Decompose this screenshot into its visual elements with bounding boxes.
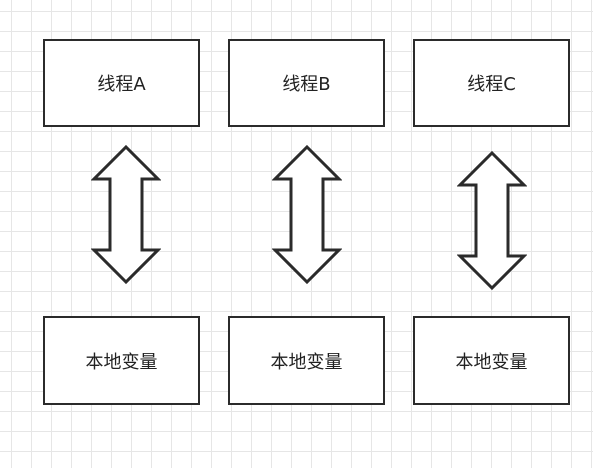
local-variable-c-label: 本地变量 (455, 351, 528, 373)
local-variable-b-box: 本地变量 (228, 316, 385, 405)
double-arrow-c (457, 151, 527, 291)
local-variable-c-box: 本地变量 (413, 316, 570, 405)
thread-b-box: 线程B (228, 39, 385, 127)
thread-c-label: 线程C (467, 74, 516, 95)
thread-a-box: 线程A (43, 39, 200, 127)
double-arrow-b (272, 145, 342, 285)
double-arrow-a (91, 145, 161, 285)
local-variable-a-label: 本地变量 (85, 351, 158, 373)
thread-c-box: 线程C (413, 39, 570, 127)
thread-a-label: 线程A (97, 74, 146, 95)
local-variable-b-label: 本地变量 (270, 351, 343, 373)
thread-b-label: 线程B (282, 74, 331, 95)
local-variable-a-box: 本地变量 (43, 316, 200, 405)
